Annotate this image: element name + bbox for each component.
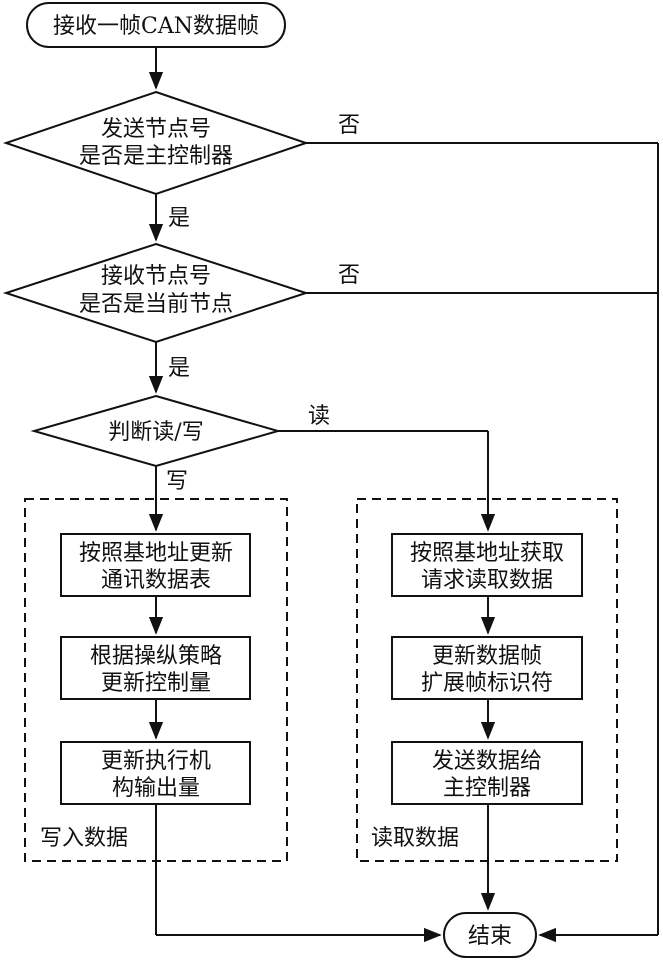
read-step-3-line2: 主控制器 — [443, 776, 531, 801]
write-group-title: 写入数据 — [40, 826, 128, 851]
read-step-2-line1: 更新数据帧 — [432, 644, 542, 669]
read-group-title: 读取数据 — [371, 826, 459, 851]
read-step-1-line2: 请求读取数据 — [421, 568, 553, 593]
read-step-1 — [391, 533, 583, 597]
label-write: 写 — [166, 469, 188, 494]
label-read: 读 — [308, 404, 330, 429]
read-step-3-line1: 发送数据给 — [432, 749, 542, 774]
read-step-3 — [391, 741, 583, 805]
read-step-1-line1: 按照基地址获取 — [410, 541, 564, 566]
decision1-line2: 是否是主控制器 — [79, 144, 233, 169]
decision3-label: 判断读/写 — [108, 420, 203, 445]
write-step-1-line2: 通讯数据表 — [101, 568, 211, 593]
end-label: 结束 — [468, 924, 512, 949]
label-yes1: 是 — [168, 206, 190, 231]
label-no1: 否 — [338, 113, 360, 138]
decision2-line2: 是否是当前节点 — [79, 292, 233, 317]
decision-sender-node — [2, 90, 310, 196]
write-step-1 — [60, 533, 251, 597]
start-label: 接收一帧CAN数据帧 — [53, 14, 259, 39]
read-step-2-line2: 扩展帧标识符 — [421, 671, 553, 696]
label-yes2: 是 — [168, 356, 190, 381]
write-step-2-line1: 根据操纵策略 — [90, 644, 222, 669]
label-no2: 否 — [338, 263, 360, 288]
write-step-3-line1: 更新执行机 — [101, 749, 211, 774]
write-step-2 — [60, 636, 251, 700]
decision1-line1: 发送节点号 — [101, 117, 211, 142]
write-step-3-line2: 构输出量 — [112, 776, 200, 801]
write-step-2-line2: 更新控制量 — [101, 671, 211, 696]
decision2-line1: 接收节点号 — [101, 264, 211, 289]
end-node — [443, 912, 537, 958]
write-step-3 — [60, 741, 251, 805]
write-step-1-line1: 按照基地址更新 — [79, 541, 233, 566]
